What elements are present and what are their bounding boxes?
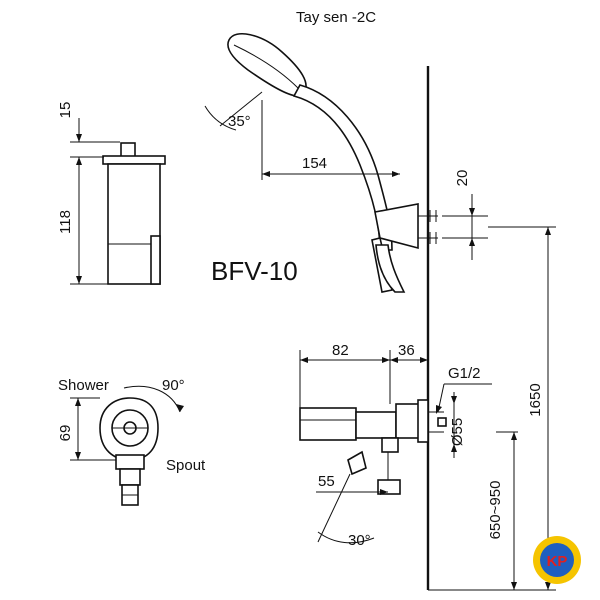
svg-text:KP: KP — [547, 553, 568, 570]
shower-label: Shower — [58, 377, 109, 394]
valve-side-view — [299, 399, 447, 495]
top-cap-dimension: 15 — [57, 102, 74, 119]
side-view-flange — [102, 155, 166, 165]
pipe-diameter-dimension: Ø55 — [449, 418, 466, 446]
side-view-cap — [120, 142, 136, 158]
total-height-dimension: 1650 — [527, 383, 544, 416]
spout-angle-dimension: 30° — [348, 532, 371, 549]
body-69-dimension: 69 — [57, 425, 74, 442]
brand-logo: KP — [533, 536, 581, 584]
spout-55-dimension: 55 — [318, 473, 335, 490]
shower-head-label: Tay sen -2C — [296, 9, 376, 26]
holder-height-dimension: 20 — [454, 170, 471, 187]
head-angle-dimension: 35° — [228, 113, 251, 130]
front-view — [99, 397, 159, 506]
knob-angle-dimension: 90° — [162, 377, 185, 394]
shower-head — [227, 32, 438, 293]
body-height-dimension: 118 — [57, 210, 74, 234]
spout-label: Spout — [166, 457, 206, 474]
thread-label: G1/2 — [448, 365, 481, 382]
side-view: 15 118 — [57, 102, 166, 285]
valve-depth-dimension: 36 — [398, 342, 415, 359]
valve-width-dimension: 82 — [332, 342, 349, 359]
mount-range-dimension: 650~950 — [487, 481, 504, 540]
model-name: BFV-10 — [211, 256, 298, 286]
head-reach-dimension: 154 — [302, 155, 327, 172]
